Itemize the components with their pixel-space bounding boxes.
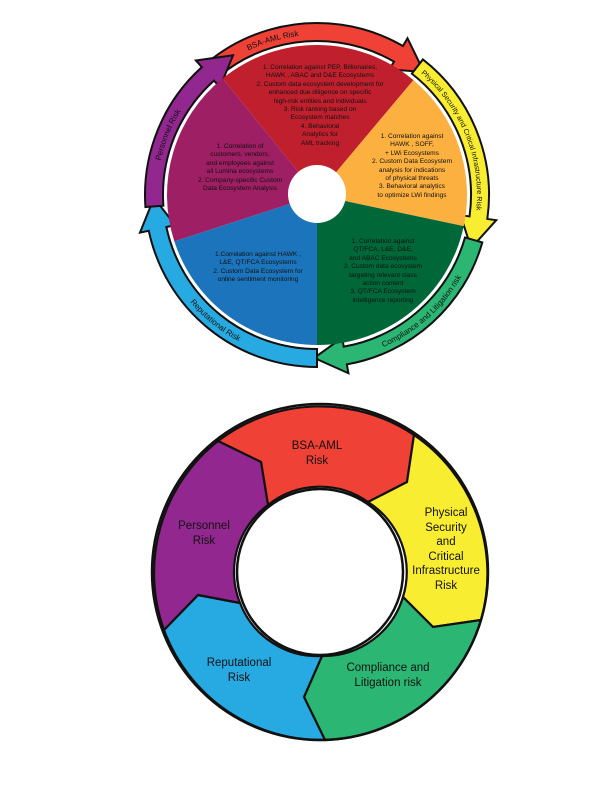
donut-outer-border [150, 402, 490, 742]
ring-arrow-bsa-aml [163, 22, 426, 125]
pie-slice-physical-security [317, 80, 467, 227]
pie-slice-bsa-aml [222, 45, 414, 195]
pie-text-reputational: 1.Correlation against HAWK , L&E, QT/FCA… [213, 251, 303, 284]
center-hole [288, 165, 346, 223]
pie-slice-compliance [317, 195, 464, 345]
pie-slice-reputational [174, 195, 317, 345]
pie-slice-personnel [167, 78, 317, 242]
pie-text-personnel: 1. Correlation of customers, vendors, an… [197, 143, 283, 193]
donut-label-bsa-aml: BSA-AML Risk [291, 440, 343, 467]
donut-label-reputational: Reputational Risk [206, 657, 272, 684]
donut-label-personnel: Personnel Risk [178, 520, 230, 547]
pie-text-compliance: 1. Correlation against QT/FCA, L&E, D&E,… [343, 238, 423, 304]
donut-label-physical-security: Physical Security and Critical Infrastru… [412, 507, 480, 592]
donut-hole [235, 487, 405, 657]
donut-segment-personnel [152, 439, 270, 633]
donut-label-compliance: Compliance and Litigation risk [346, 662, 430, 689]
ring-arrow-personnel [144, 54, 235, 209]
pie-text-bsa-aml: 1. Correlation against PEP, Billionaires… [256, 64, 384, 147]
pie-text-physical-security: 1. Correlation against HAWK , SOFF, + LW… [372, 133, 452, 199]
